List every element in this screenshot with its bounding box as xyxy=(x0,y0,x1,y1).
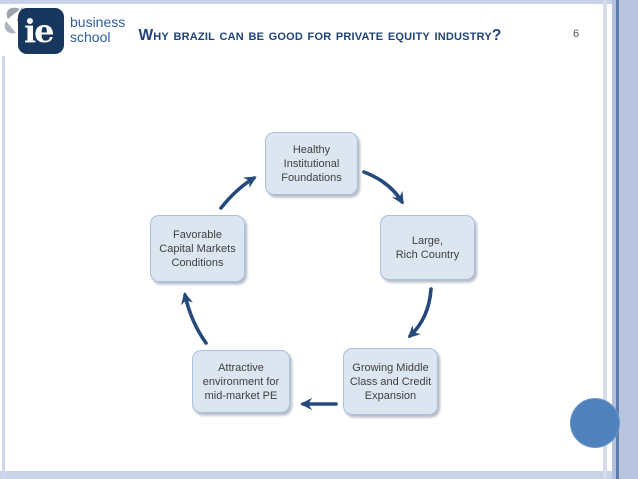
node-label: Growing Middle Class and Credit Expansio… xyxy=(349,361,432,402)
arrow-right-to-bottom-right xyxy=(407,287,433,339)
right-sidebar-stripe-2 xyxy=(612,0,616,479)
node-label: Favorable Capital Markets Conditions xyxy=(159,228,236,269)
logo-monogram: ie xyxy=(24,12,54,50)
node-large-rich-country: Large, Rich Country xyxy=(380,215,475,280)
node-favorable-capital-markets-conditions: Favorable Capital Markets Conditions xyxy=(150,215,245,282)
page-number: 6 xyxy=(572,28,580,40)
right-sidebar-panel xyxy=(619,0,638,479)
left-border-line xyxy=(2,56,5,479)
node-label: Attractive environment for mid-market PE xyxy=(202,361,280,402)
node-label: Large, Rich Country xyxy=(395,234,460,261)
accent-circle xyxy=(570,398,620,448)
slide-title: Why Brazil can be good for Private Equit… xyxy=(138,27,502,44)
logo-name-line1: business xyxy=(70,14,126,30)
logo-square: ie xyxy=(18,8,64,54)
right-sidebar-stripe-1 xyxy=(603,0,607,479)
bottom-border-strip xyxy=(0,471,638,479)
arrow-top-to-right xyxy=(362,170,404,205)
logo-name-line2: school xyxy=(70,29,111,45)
right-sidebar-stripe-3 xyxy=(616,0,619,479)
arrow-left-to-top xyxy=(219,176,257,210)
arrow-bottom-left-to-left xyxy=(181,292,208,345)
logo-name: business school xyxy=(70,15,125,45)
node-label: Healthy Institutional Foundations xyxy=(281,143,342,184)
top-border-strip xyxy=(0,0,638,4)
node-attractive-environment-mid-market-pe: Attractive environment for mid-market PE xyxy=(192,350,290,413)
node-growing-middle-class-credit-expansion: Growing Middle Class and Credit Expansio… xyxy=(343,348,438,415)
node-healthy-institutional-foundations: Healthy Institutional Foundations xyxy=(265,132,358,195)
ie-business-school-logo: ie business school xyxy=(4,5,166,57)
